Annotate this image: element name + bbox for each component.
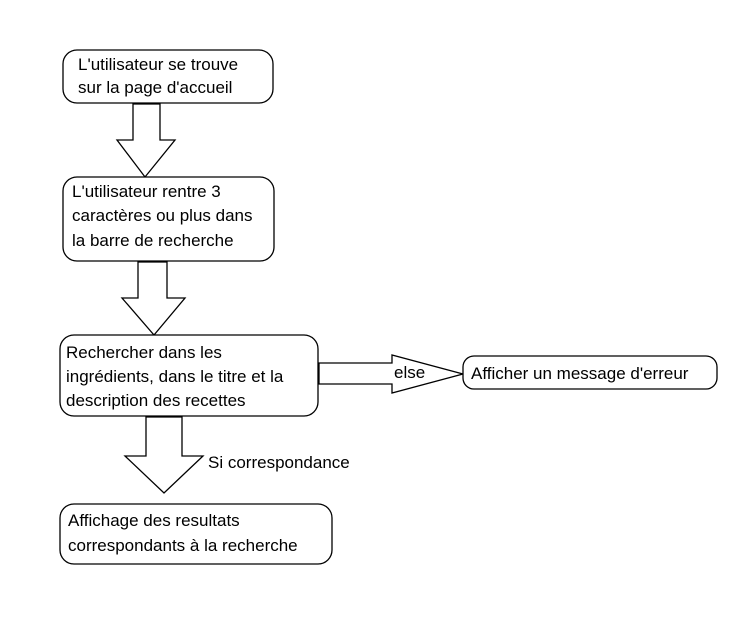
- node-search-line-1: Rechercher dans les: [66, 343, 222, 362]
- node-input-line-1: L'utilisateur rentre 3: [72, 182, 221, 201]
- node-results-line-2: correspondants à la recherche: [68, 536, 298, 555]
- node-start: L'utilisateur se trouve sur la page d'ac…: [62, 49, 274, 104]
- node-error: Afficher un message d'erreur: [462, 355, 718, 390]
- edge-label-match: Si correspondance: [208, 453, 350, 472]
- node-input: L'utilisateur rentre 3 caractères ou plu…: [62, 176, 275, 262]
- node-input-line-2: caractères ou plus dans: [72, 206, 253, 225]
- arrow-search-to-results: [123, 416, 205, 494]
- arrow-input-to-search: [120, 261, 187, 337]
- arrow-start-to-input: [115, 103, 177, 179]
- node-search-line-2: ingrédients, dans le titre et la: [66, 367, 284, 386]
- node-start-line-1: L'utilisateur se trouve: [78, 55, 238, 74]
- node-start-line-2: sur la page d'accueil: [78, 78, 232, 97]
- node-search-line-3: description des recettes: [66, 391, 246, 410]
- node-results: Affichage des resultats correspondants à…: [59, 503, 333, 565]
- node-search: Rechercher dans les ingrédients, dans le…: [59, 334, 319, 417]
- node-results-line-1: Affichage des resultats: [68, 511, 240, 530]
- node-error-line-1: Afficher un message d'erreur: [471, 364, 689, 383]
- node-input-line-3: la barre de recherche: [72, 231, 234, 250]
- arrow-search-to-error: [318, 354, 466, 394]
- edge-label-else: else: [394, 363, 425, 382]
